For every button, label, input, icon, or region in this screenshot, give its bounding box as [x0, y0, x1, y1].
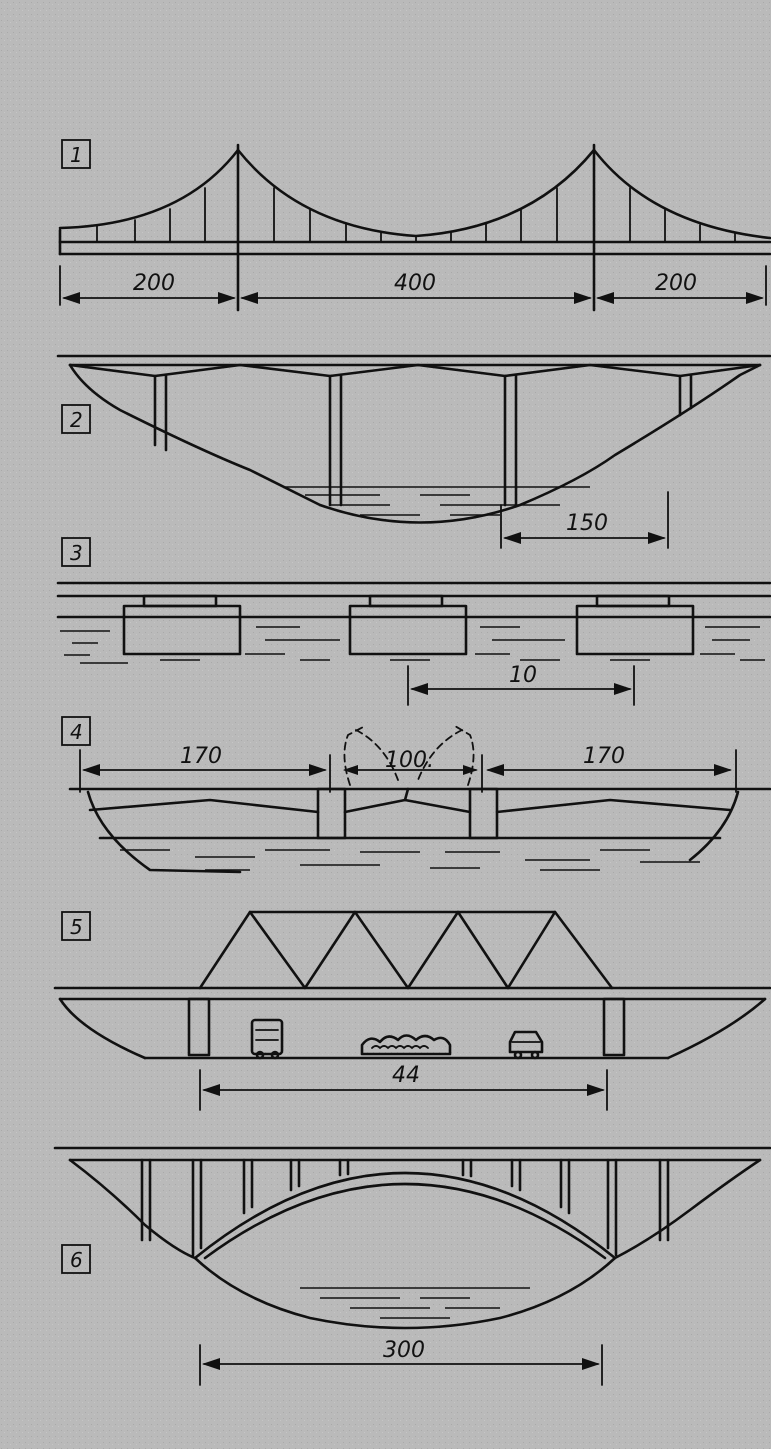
suspenders [96, 187, 736, 243]
dimension-label: 10 [509, 663, 537, 688]
bank-right [688, 790, 740, 862]
dimension-label: 170 [583, 744, 625, 769]
dimension-100: 100. [343, 748, 483, 793]
arch-inner [203, 1182, 607, 1260]
panel-6-number: 6 [70, 1248, 83, 1272]
panel-6-number-box: 6 [61, 1244, 91, 1274]
dimension-label: 170 [180, 744, 222, 769]
panel-3-pontoon-bridge: 3 [56, 537, 771, 706]
dimension-170-right: 170 [486, 744, 737, 793]
dimension-10: 10 [407, 663, 635, 706]
spandrel-columns [140, 1158, 670, 1257]
dimension-label: 400 [394, 271, 436, 296]
embankment-left [58, 997, 147, 1060]
dimension-label: 300 [383, 1338, 425, 1363]
panel-1-number: 1 [70, 143, 83, 167]
dimension-200-right: 200 [596, 265, 767, 306]
dimension-label: 200 [655, 271, 697, 296]
car-icon [508, 1030, 544, 1060]
abutments [187, 997, 626, 1057]
water-lines [60, 626, 765, 664]
water-lines [300, 1287, 530, 1319]
shrubs-icon [360, 1034, 452, 1056]
dimension-170-left: 170 [79, 744, 331, 793]
dimension-label: 100. [385, 748, 434, 773]
panel-5-number-box: 5 [61, 911, 91, 941]
panel-2-number-box: 2 [61, 404, 91, 434]
dimension-400: 400 [240, 271, 592, 304]
bank-left [86, 790, 242, 874]
raised-leaf-outline [343, 725, 475, 786]
panel-3-number-box: 3 [61, 537, 91, 567]
dimension-label: 44 [392, 1063, 420, 1088]
arch-outer [193, 1171, 617, 1260]
panel-4-bascule-bridge: 4 [61, 716, 771, 874]
embankment-right [666, 997, 767, 1060]
panel-1-number-box: 1 [61, 139, 91, 169]
haunched-girders [68, 363, 762, 378]
panel-4-number-box: 4 [61, 716, 91, 746]
pontoons [122, 594, 695, 656]
dimension-150: 150 [500, 491, 669, 549]
valley-profile [68, 363, 762, 524]
piers [153, 374, 693, 507]
water-lines [285, 486, 590, 516]
valley-profile [68, 1158, 762, 1330]
dimension-44: 44 [199, 1063, 608, 1111]
bus-icon [250, 1018, 284, 1060]
dimension-label: 200 [133, 271, 175, 296]
dimension-label: 150 [566, 511, 608, 536]
panel-2-number: 2 [70, 408, 83, 432]
panel-5-number: 5 [70, 915, 83, 939]
panel-6-arch-bridge: 6 300 [53, 1146, 771, 1386]
piers [316, 787, 499, 840]
dimension-300: 300 [199, 1338, 603, 1386]
girder-right [495, 798, 732, 814]
panel-3-number: 3 [70, 541, 83, 565]
girder-left [88, 798, 320, 814]
panel-4-number: 4 [70, 720, 83, 744]
dimension-200-left: 200 [59, 265, 236, 306]
cable-right [592, 148, 771, 240]
water-lines [120, 849, 700, 871]
cable-left [58, 148, 240, 230]
panel-2-beam-bridge: 2 150 [56, 354, 771, 549]
panel-1-suspension-bridge: 1 200 [58, 139, 771, 312]
panel-5-truss-bridge: 5 [53, 910, 771, 1111]
